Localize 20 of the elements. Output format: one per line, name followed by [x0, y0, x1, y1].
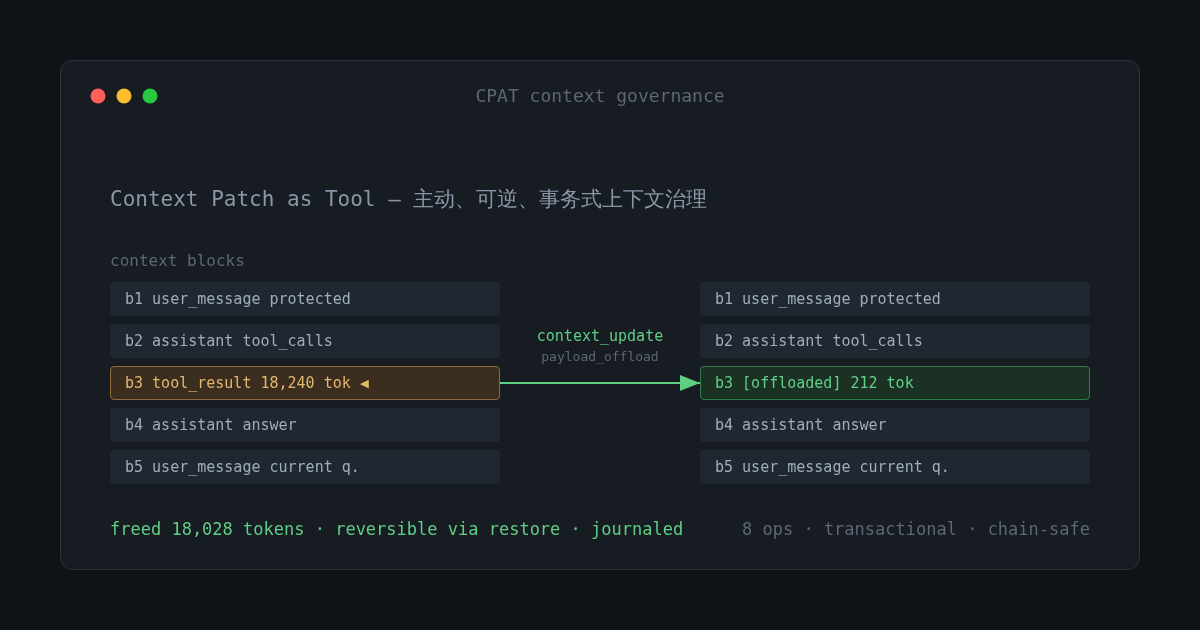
block-text: b3 [offloaded] 212 tok	[715, 374, 914, 392]
block-text: b2 assistant tool_calls	[715, 332, 923, 350]
block-text: b2 assistant tool_calls	[125, 332, 333, 350]
block-text: b5 user_message current q.	[715, 458, 950, 476]
section-label: context blocks	[110, 251, 245, 271]
edge-caption: payload_offload	[541, 349, 659, 365]
arrow	[499, 375, 701, 391]
block-text: b4 assistant answer	[715, 416, 887, 434]
block-text: b1 user_message protected	[715, 290, 941, 308]
block-text: b3 tool_result 18,240 tok ◀	[125, 374, 369, 392]
edge-label: context_update	[536, 327, 664, 345]
stats-text: 8 ops · transactional · chain-safe	[742, 519, 1090, 540]
status-text: freed 18,028 tokens · reversible via restore · journaled	[110, 519, 684, 540]
context-block	[700, 366, 1090, 400]
context-block	[110, 366, 500, 400]
block-text: b5 user_message current q.	[125, 458, 360, 476]
block-text: b4 assistant answer	[125, 416, 297, 434]
block-text: b1 user_message protected	[125, 290, 351, 308]
window-title: CPAT context governance	[475, 85, 725, 107]
subtitle: Context Patch as Tool — 主动、可逆、事务式上下文治理	[110, 187, 708, 213]
